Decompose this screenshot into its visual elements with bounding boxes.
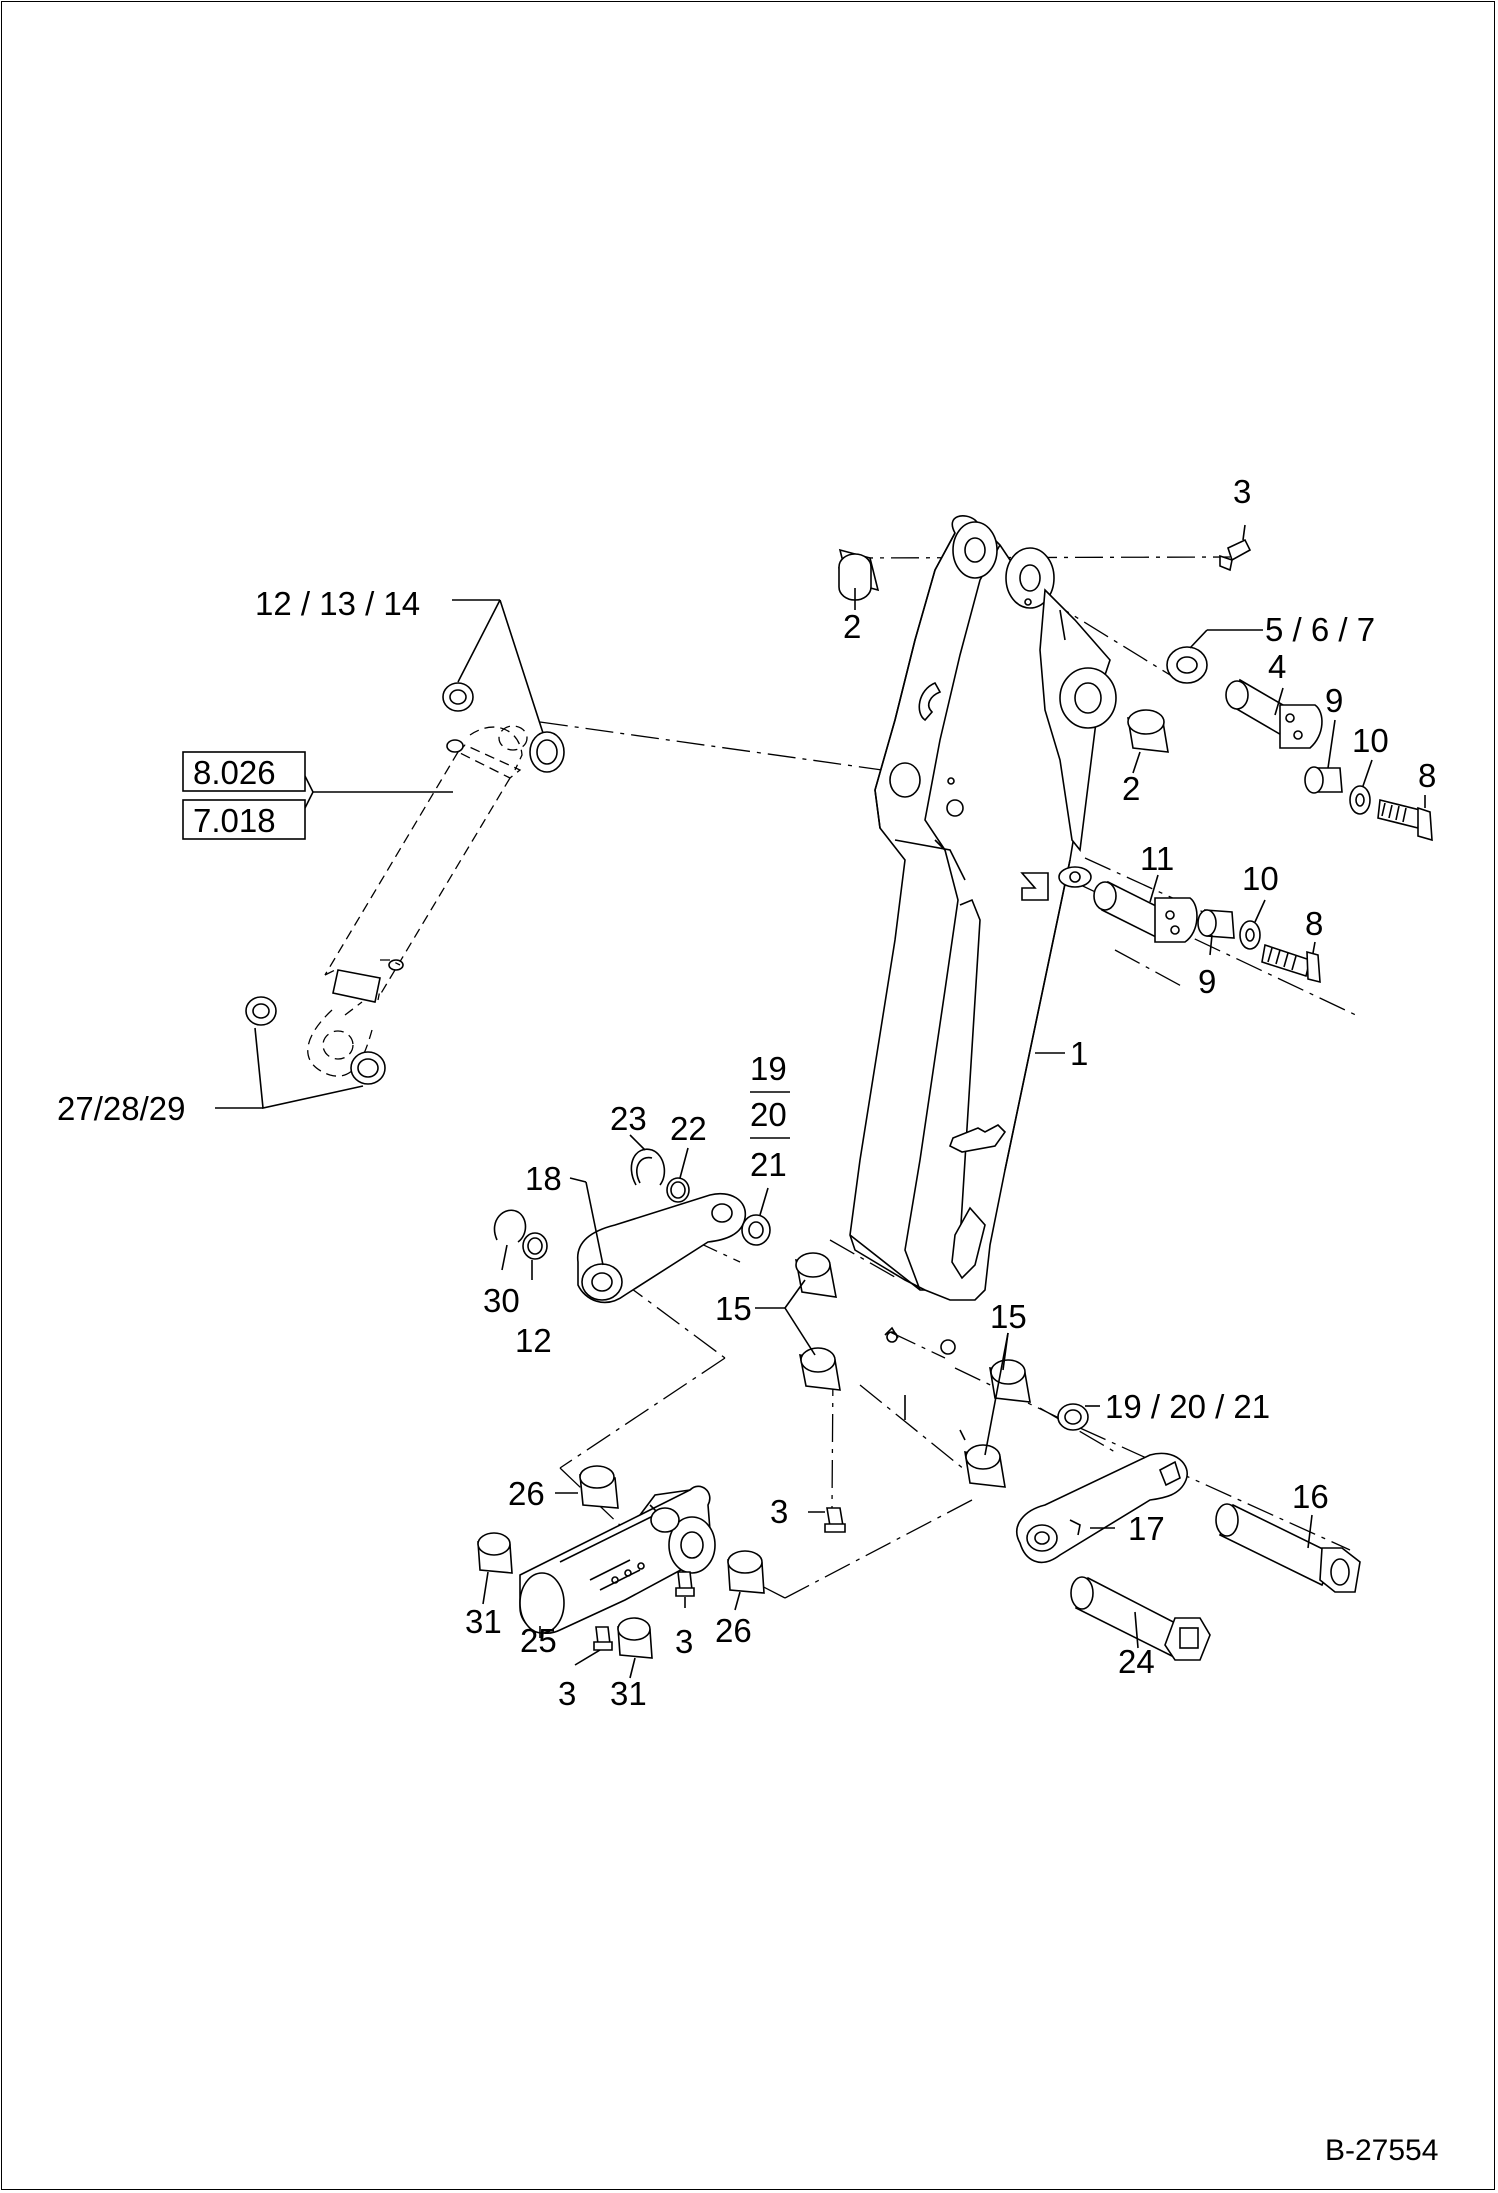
- callout-3-top: 3: [1233, 473, 1251, 510]
- callout-16: 16: [1292, 1478, 1329, 1515]
- callout-3-mid: 3: [770, 1493, 788, 1530]
- cylinder-ref-top: 8.026: [193, 754, 276, 791]
- callout-19-20-21: 19 / 20 / 21: [1105, 1388, 1270, 1425]
- cylinder-ref-box-top: [182, 751, 306, 792]
- callout-2-right: 2: [1122, 770, 1140, 807]
- callout-9-upper: 9: [1325, 682, 1343, 719]
- callout-3-link-right: 3: [675, 1623, 693, 1660]
- callout-26-top: 26: [508, 1475, 545, 1512]
- callout-1: 1: [1070, 1035, 1088, 1072]
- top-right-pins: [838, 538, 1433, 984]
- callout-2-left: 2: [843, 608, 861, 645]
- callout-21-stack: 21: [750, 1146, 787, 1183]
- cylinder-ref-bottom: 7.018: [193, 802, 276, 839]
- callout-20-stack: 20: [750, 1096, 787, 1133]
- callout-10-lower: 10: [1242, 860, 1279, 897]
- callout-12: 12: [515, 1322, 552, 1359]
- arm-assembly: [849, 515, 1117, 1441]
- callout-9-lower: 9: [1198, 963, 1216, 1000]
- callout-18: 18: [525, 1160, 562, 1197]
- callout-27-28-29: 27/28/29: [57, 1090, 185, 1127]
- callout-11: 11: [1140, 840, 1174, 877]
- callout-10-upper: 10: [1352, 722, 1389, 759]
- callout-5-6-7: 5 / 6 / 7: [1265, 611, 1375, 648]
- callout-12-13-14: 12 / 13 / 14: [255, 585, 420, 622]
- callout-31-left: 31: [465, 1603, 502, 1640]
- callout-15-left: 15: [715, 1290, 752, 1327]
- drawing-id: B-27554: [1325, 2134, 1438, 2167]
- bottom-link-assembly: [477, 1465, 765, 1659]
- lower-link-pins: [1016, 1452, 1361, 1661]
- cylinder-ref-box-bottom: [182, 799, 306, 840]
- callout-22: 22: [670, 1110, 707, 1147]
- callout-25: 25: [520, 1622, 557, 1659]
- callout-15-right: 15: [990, 1298, 1027, 1335]
- callout-8-lower: 8: [1305, 905, 1323, 942]
- callout-3-link-left: 3: [558, 1675, 576, 1712]
- callout-23: 23: [610, 1100, 647, 1137]
- callout-labels: 3 2 5 / 6 / 7 4 9 10 8 2 11 10 8 9 1 12 …: [57, 473, 1438, 2167]
- callout-19-stack: 19: [750, 1050, 787, 1087]
- link-parts: [493, 1148, 1089, 1533]
- callout-26-bottom: 26: [715, 1612, 752, 1649]
- leader-lines: [482, 524, 1426, 1679]
- cylinder-assembly: [182, 599, 565, 1109]
- callout-4: 4: [1268, 648, 1286, 685]
- callout-30: 30: [483, 1282, 520, 1319]
- callout-31-bottom: 31: [610, 1675, 647, 1712]
- callout-8-upper: 8: [1418, 757, 1436, 794]
- callout-17: 17: [1128, 1510, 1165, 1547]
- callout-24: 24: [1118, 1643, 1155, 1680]
